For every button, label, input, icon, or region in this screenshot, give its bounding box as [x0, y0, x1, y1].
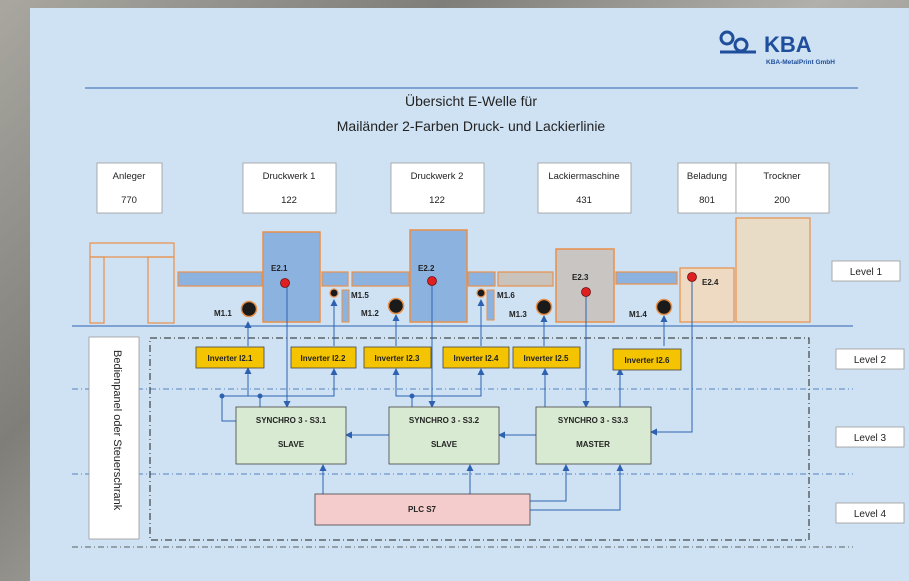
station-value: 801 [699, 195, 715, 206]
druckwerk-2-unit [409, 229, 468, 323]
lackiermaschine-unit [555, 248, 615, 323]
motor-m1-4-icon [655, 298, 673, 316]
plc-label: PLC S7 [408, 505, 437, 514]
inverter-i2-3: Inverter I2.3 [363, 346, 432, 369]
level-text: Level 2 [854, 355, 887, 366]
control-cabinet-border [149, 337, 810, 541]
motor-m1-2-icon [387, 297, 405, 315]
conveyor-4b [486, 289, 495, 321]
station-anleger: Anleger 770 [96, 162, 163, 214]
inverter-i2-1: Inverter I2.1 [195, 346, 265, 369]
motor-m1-3-icon [535, 298, 553, 316]
kba-logo: KBA KBA-MetalPrint GmbH [719, 30, 835, 66]
anleger-machine [89, 242, 175, 324]
level-4-label: Level 4 [835, 502, 905, 524]
motor-label: M1.3 [509, 310, 527, 319]
conveyor-6 [615, 271, 678, 285]
inverter-label: Inverter I2.3 [375, 354, 420, 363]
station-value: 431 [576, 195, 592, 206]
conveyor-2b [341, 289, 350, 323]
encoder-label: E2.3 [572, 273, 589, 282]
level-text: Level 3 [854, 433, 887, 444]
station-name: Lackiermaschine [548, 171, 619, 182]
station-druckwerk-2: Druckwerk 2 122 [390, 162, 485, 214]
synchros: SYNCHRO 3 - S3.1 SLAVE SYNCHRO 3 - S3.2 … [235, 406, 652, 465]
connectors [219, 277, 693, 511]
motor-label: M1.4 [629, 310, 647, 319]
machine-line [89, 217, 811, 324]
station-value: 770 [121, 195, 137, 206]
station-name: Anleger [113, 171, 146, 182]
station-name: Druckwerk 2 [411, 171, 464, 182]
bedienpanel: Bedienpanel oder Steuerschrank [88, 336, 140, 540]
level-2-label: Level 2 [835, 348, 905, 370]
synchro-role: MASTER [576, 440, 610, 449]
motor-label: M1.5 [351, 291, 369, 300]
level-text: Level 4 [854, 509, 887, 520]
plc-s7: PLC S7 [314, 493, 531, 526]
encoder-e2-4-icon [687, 272, 697, 282]
inverter-i2-4: Inverter I2.4 [442, 346, 510, 369]
inverter-i2-2: Inverter I2.2 [290, 346, 357, 369]
logo-subtitle: KBA-MetalPrint GmbH [766, 59, 835, 66]
station-value: 122 [429, 195, 445, 206]
station-druckwerk-1: Druckwerk 1 122 [242, 162, 337, 214]
synchro-s3-1: SYNCHRO 3 - S3.1 SLAVE [235, 406, 347, 465]
title-line-2: Mailänder 2-Farben Druck- und Lackierlin… [337, 118, 606, 134]
station-value: 122 [281, 195, 297, 206]
synchro-s3-2: SYNCHRO 3 - S3.2 SLAVE [388, 406, 500, 465]
encoder-e2-2-icon [427, 276, 437, 286]
level-text: Level 1 [850, 267, 883, 278]
inverter-i2-6: Inverter I2.6 [612, 348, 682, 371]
title-line-1: Übersicht E-Welle für [405, 92, 537, 109]
motor-label: M1.6 [497, 291, 515, 300]
druckwerk-1-unit [262, 231, 321, 323]
synchro-title: SYNCHRO 3 - S3.2 [409, 416, 480, 425]
inverter-label: Inverter I2.1 [208, 354, 253, 363]
inverter-label: Inverter I2.4 [454, 354, 499, 363]
inverter-i2-5: Inverter I2.5 [512, 346, 581, 369]
synchro-s3-3: SYNCHRO 3 - S3.3 MASTER [535, 406, 652, 465]
synchro-role: SLAVE [431, 440, 458, 449]
motor-label: M1.1 [214, 309, 232, 318]
motor-m1-5-icon [329, 288, 339, 298]
e-welle-diagram: KBA KBA-MetalPrint GmbH Übersicht E-Well… [72, 30, 905, 548]
station-trockner: Trockner 200 [735, 162, 830, 214]
inverter-label: Inverter I2.6 [625, 356, 670, 365]
inverters: Inverter I2.1 Inverter I2.2 Inverter I2.… [195, 346, 682, 371]
encoder-e2-3-icon [581, 287, 591, 297]
motors: M1.1 M1.2 M1.3 M1.4 M1.5 M1.6 [214, 288, 673, 319]
station-value: 200 [774, 195, 790, 206]
station-name: Druckwerk 1 [263, 171, 316, 182]
encoder-label: E2.2 [418, 264, 435, 273]
logo-brand: KBA [764, 32, 812, 57]
conveyor-4a [467, 271, 496, 287]
motor-m1-1-icon [240, 300, 258, 318]
encoder-label: E2.1 [271, 264, 288, 273]
synchro-role: SLAVE [278, 440, 305, 449]
motor-label: M1.2 [361, 309, 379, 318]
station-name: Beladung [687, 171, 727, 182]
conveyor-3 [351, 271, 410, 287]
level-1-label: Level 1 [831, 260, 901, 282]
slide: KBA KBA-MetalPrint GmbH Übersicht E-Well… [30, 8, 909, 581]
conveyor-5 [497, 271, 554, 287]
trockner-unit [735, 217, 811, 323]
level-3-label: Level 3 [835, 426, 905, 448]
encoders: E2.1 E2.2 E2.3 E2.4 [271, 264, 719, 297]
inverter-label: Inverter I2.5 [524, 354, 569, 363]
station-beladung: Beladung 801 [677, 162, 737, 214]
synchro-title: SYNCHRO 3 - S3.3 [558, 416, 629, 425]
encoder-label: E2.4 [702, 278, 719, 287]
panel-label: Bedienpanel oder Steuerschrank [111, 350, 123, 511]
station-lackiermaschine: Lackiermaschine 431 [537, 162, 632, 214]
motor-m1-6-icon [476, 288, 486, 298]
station-name: Trockner [763, 171, 800, 182]
inverter-label: Inverter I2.2 [301, 354, 346, 363]
synchro-title: SYNCHRO 3 - S3.1 [256, 416, 327, 425]
conveyor-2a [321, 271, 349, 287]
conveyor-1 [177, 271, 263, 287]
encoder-e2-1-icon [280, 278, 290, 288]
